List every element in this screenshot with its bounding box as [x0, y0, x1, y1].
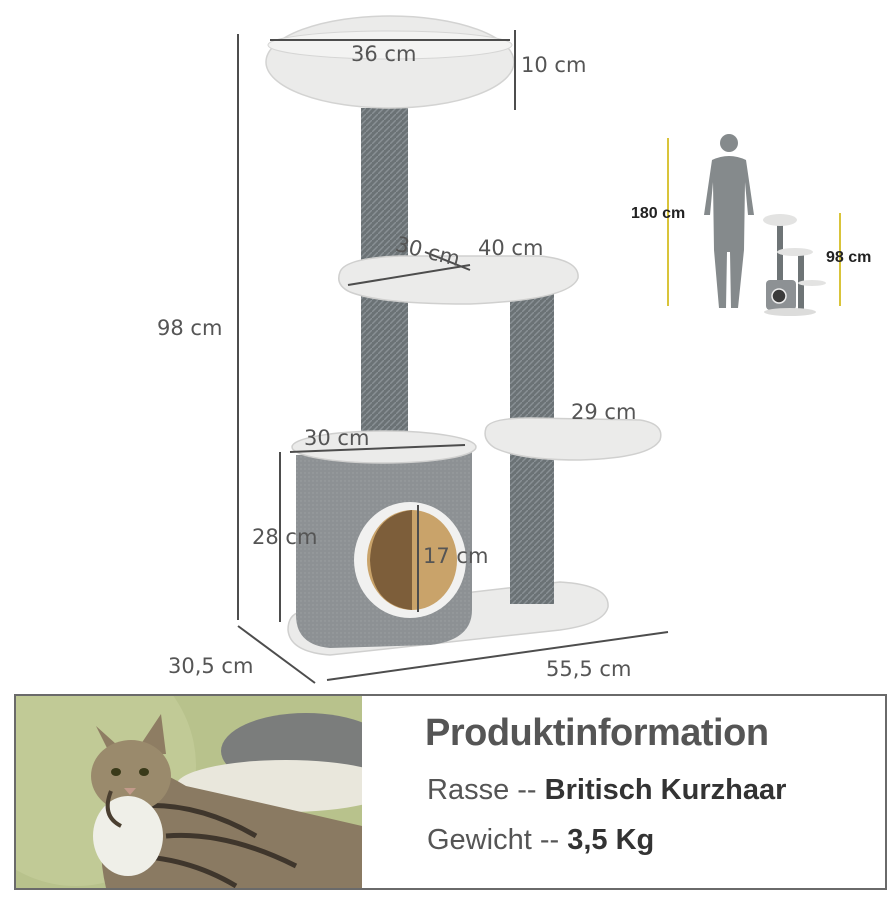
label-tree-height: 98 cm	[826, 249, 872, 266]
info-separator-breed: --	[517, 774, 537, 806]
label-side-width: 29 cm	[571, 400, 637, 424]
dimension-lines	[237, 30, 669, 684]
info-label-breed: Rasse	[427, 774, 510, 806]
product-info-title: Produktinformation	[425, 712, 769, 754]
size-comparison	[667, 134, 841, 316]
label-person-height: 180 cm	[631, 205, 686, 222]
cat-tree-diagram	[237, 15, 841, 684]
person-silhouette-icon	[704, 134, 754, 308]
info-value-breed: Britisch Kurzhaar	[544, 774, 787, 806]
label-house-height: 28 cm	[252, 525, 318, 549]
top-bed-rim	[267, 30, 513, 60]
product-info-panel: Produktinformation Rasse -- Britisch Kur…	[14, 694, 887, 890]
info-value-weight: 3,5 Kg	[567, 824, 655, 856]
label-mid-width: 40 cm	[478, 236, 544, 260]
label-base-depth: 30,5 cm	[168, 654, 254, 678]
label-top-height: 10 cm	[521, 53, 587, 77]
label-top-width: 36 cm	[351, 42, 417, 66]
label-base-width: 55,5 cm	[546, 657, 632, 681]
middle-platform	[338, 255, 579, 305]
info-row-breed: Rasse -- Britisch Kurzhaar	[427, 774, 786, 807]
side-platform	[484, 417, 662, 461]
info-separator-weight: --	[539, 824, 560, 856]
info-row-weight: Gewicht -- 3,5 Kg	[427, 824, 654, 857]
cat-photo	[16, 696, 362, 888]
label-total-height: 98 cm	[157, 316, 223, 340]
info-label-weight: Gewicht	[427, 824, 532, 856]
mini-cat-tree-icon	[763, 214, 826, 316]
label-entrance-height: 17 cm	[423, 544, 489, 568]
label-house-top-width: 30 cm	[304, 426, 370, 450]
cat-house-top	[291, 430, 477, 464]
